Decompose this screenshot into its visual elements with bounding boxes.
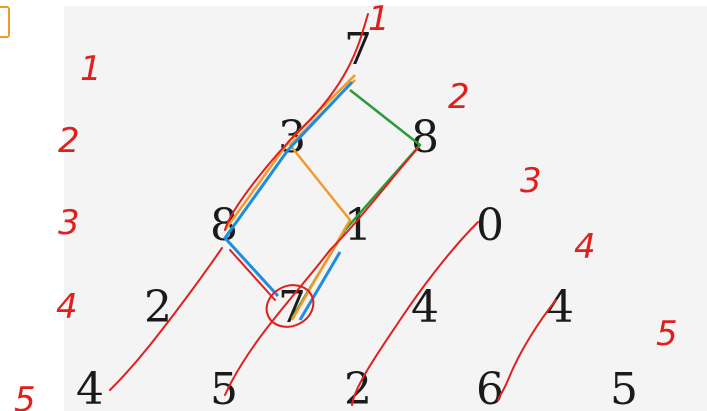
diagonal-label-1: 1 [368,0,390,39]
cell-r5-c4: 6 [476,364,504,411]
cell-r5-c5: 5 [610,364,638,411]
blue-path-line-2 [298,251,342,321]
diagonal-labels: 1 2 3 4 5 [368,0,678,354]
red-stroke-5 [109,247,223,391]
diagonal-label-5: 5 [656,314,678,354]
corner-bracket-icon [0,6,10,38]
row-label-1: 1 [80,49,102,89]
red-diagonal-strokes [109,13,557,406]
red-stroke-3 [351,221,479,406]
blue-path-line [223,80,354,298]
triangle-panel [64,6,707,411]
cell-r3-c3: 0 [476,200,504,251]
diagonal-label-2: 2 [448,77,470,117]
diagonal-label-4: 4 [574,227,596,267]
row-label-4: 4 [56,287,78,327]
left-row-labels: 1 2 3 4 5 [14,49,102,411]
red-stroke-6 [229,249,276,301]
cell-r2-c2: 8 [411,112,439,163]
diagonal-label-3: 3 [520,161,542,201]
row-label-3: 3 [58,203,80,243]
cell-r4-c1: 2 [144,282,172,333]
cell-r5-c1: 4 [76,364,104,411]
triangle-numbers: 7 3 8 8 1 0 2 7 4 4 4 5 2 6 5 [76,24,638,411]
row-label-2: 2 [58,121,80,161]
red-circle-mark [265,284,315,328]
cell-r4-c3: 4 [411,282,439,333]
red-stroke-4 [497,299,557,401]
row-label-5: 5 [14,380,36,411]
red-stroke-1 [224,13,369,231]
red-stroke-2 [224,147,419,396]
cell-r5-c2: 5 [210,364,238,411]
